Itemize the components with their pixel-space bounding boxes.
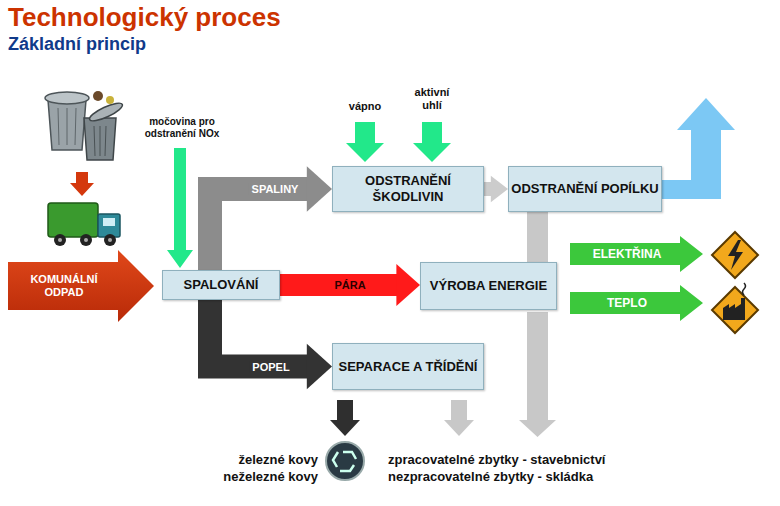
reagent-label: vápno — [338, 100, 392, 113]
heat-icon — [712, 283, 758, 333]
process-box: ODSTRANĚNÍ POPÍLKU — [508, 166, 662, 212]
electricity-arrow — [570, 236, 703, 272]
exhaust-arrow — [652, 98, 735, 199]
box-text: SEPARACE A TŘÍDĚNÍ — [339, 359, 478, 375]
flow-arrow — [210, 166, 332, 270]
flow-arrow — [280, 264, 420, 306]
arrow-shaft — [280, 274, 397, 296]
product-label: zpracovatelné zbytky - stavebnictví — [388, 452, 688, 468]
residue-bar — [519, 312, 556, 437]
flow-arrow — [210, 300, 332, 389]
garbage-truck — [48, 203, 120, 246]
heat-arrow — [570, 285, 703, 321]
reagent-label: aktivní uhlí — [408, 86, 456, 112]
arrow-head — [307, 166, 332, 212]
down-arrow — [70, 172, 94, 196]
electricity-icon — [712, 232, 758, 278]
arrow-shaft — [210, 300, 308, 367]
process-box: VÝROBA ENERGIE — [420, 262, 557, 310]
process-box: SPALOVÁNÍ — [162, 270, 280, 300]
lime-arrow — [346, 122, 384, 162]
arrow-shaft — [527, 212, 548, 262]
output-label: ELEKTŘINA — [572, 243, 682, 265]
carbon-arrow — [413, 122, 451, 162]
arrow-head — [307, 344, 332, 390]
edge-label: POPEL — [249, 361, 292, 373]
output-label: TEPLO — [572, 292, 682, 314]
process-box: ODSTRANĚNÍ ŠKODLIVIN — [332, 166, 484, 212]
trash-cans — [45, 91, 124, 160]
title: Technologický proces — [8, 2, 281, 33]
residue-arrow — [444, 400, 474, 436]
arrow-head — [396, 264, 420, 306]
box-text: VÝROBA ENERGIE — [430, 278, 547, 294]
box-text: ODSTRANĚNÍ POPÍLKU — [511, 181, 658, 197]
metal-arrow — [330, 400, 360, 436]
flow-arrow — [484, 176, 508, 203]
product-label: železné kovy — [186, 452, 318, 468]
arrow-shaft — [484, 182, 492, 196]
box-text: ODSTRANĚNÍ ŠKODLIVIN — [333, 173, 483, 204]
arrow-head — [491, 176, 508, 203]
arrow-shaft — [210, 189, 308, 270]
flow-arrow — [537, 212, 538, 262]
process-box: SEPARACE A TŘÍDĚNÍ — [332, 343, 484, 390]
input-label: KOMUNÁLNÍ ODPAD — [12, 262, 116, 310]
reagent-label: močovina pro odstranění NOx — [130, 116, 234, 140]
product-label: nezpracovatelné zbytky - skládka — [388, 469, 688, 485]
edge-label: SPALINY — [249, 183, 302, 195]
urea-arrow — [167, 148, 193, 268]
edge-label: PÁRA — [331, 279, 368, 291]
box-text: SPALOVÁNÍ — [184, 277, 259, 293]
input-arrow — [8, 250, 154, 322]
subtitle: Základní princip — [8, 34, 328, 56]
recycle-icon — [326, 442, 364, 480]
product-label: neželezné kovy — [186, 469, 318, 485]
